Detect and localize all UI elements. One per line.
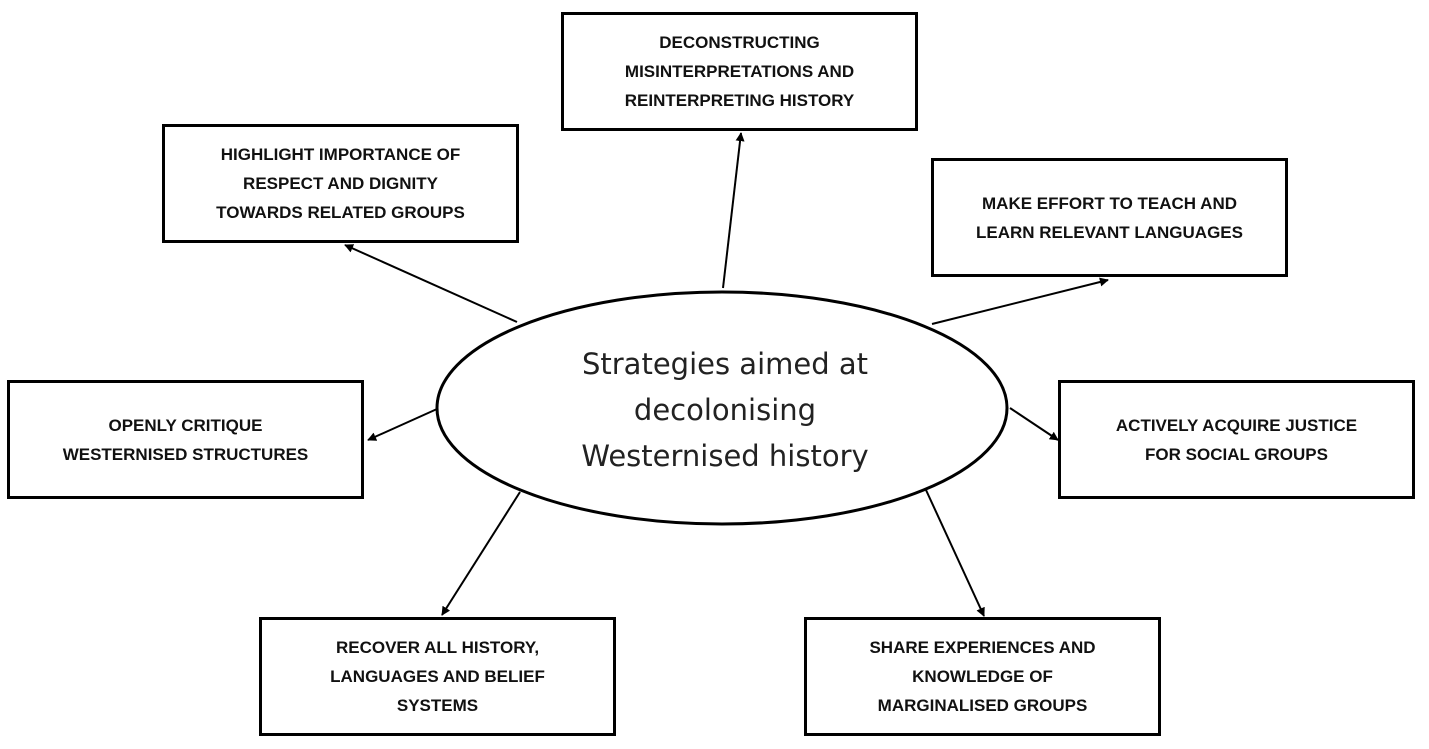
- box-critique-line-2: WESTERNISED STRUCTURES: [62, 444, 309, 464]
- box-justice-line-1: ACTIVELY ACQUIRE JUSTICE: [1115, 415, 1358, 435]
- box-share-line-3: MARGINALISED GROUPS: [877, 696, 1088, 715]
- box-recover-history: RECOVER ALL HISTORY, LANGUAGES AND BELIE…: [259, 617, 616, 736]
- box-recover-line-3: SYSTEMS: [396, 696, 479, 715]
- box-highlight-line-1: HIGHLIGHT IMPORTANCE OF: [220, 145, 461, 164]
- box-languages-line-2: LEARN RELEVANT LANGUAGES: [976, 222, 1243, 242]
- box-critique-structures: OPENLY CRITIQUE WESTERNISED STRUCTURES: [7, 380, 364, 499]
- box-share-line-2: KNOWLEDGE OF: [912, 667, 1053, 686]
- box-justice-line-2: FOR SOCIAL GROUPS: [1145, 444, 1328, 464]
- box-highlight-line-3: TOWARDS RELATED GROUPS: [216, 203, 465, 222]
- central-topic-line-3: Westernised history: [581, 439, 869, 473]
- box-deconstructing-line-1: DECONSTRUCTING: [659, 33, 820, 52]
- arrow-to-justice: [1009, 407, 1059, 441]
- arrow-to-deconstructing: [722, 132, 745, 289]
- box-acquire-justice: ACTIVELY ACQUIRE JUSTICE FOR SOCIAL GROU…: [1058, 380, 1415, 499]
- box-critique-line-1: OPENLY CRITIQUE: [108, 415, 263, 435]
- arrow-to-recover: [441, 491, 521, 616]
- box-recover-line-2: LANGUAGES AND BELIEF: [330, 667, 545, 686]
- arrow-to-share: [925, 489, 985, 617]
- box-highlight-respect: HIGHLIGHT IMPORTANCE OF RESPECT AND DIGN…: [162, 124, 519, 243]
- box-share-experiences: SHARE EXPERIENCES AND KNOWLEDGE OF MARGI…: [804, 617, 1161, 736]
- arrow-to-languages: [931, 277, 1109, 325]
- box-recover-line-1: RECOVER ALL HISTORY,: [335, 638, 540, 657]
- box-teach-languages: MAKE EFFORT TO TEACH AND LEARN RELEVANT …: [931, 158, 1288, 277]
- box-share-line-1: SHARE EXPERIENCES AND: [869, 638, 1096, 657]
- box-highlight-line-2: RESPECT AND DIGNITY: [243, 174, 438, 193]
- box-deconstructing-line-3: REINTERPRETING HISTORY: [624, 91, 855, 110]
- box-deconstructing-line-2: MISINTERPRETATIONS AND: [624, 62, 855, 81]
- box-languages-line-1: MAKE EFFORT TO TEACH AND: [982, 193, 1237, 213]
- central-topic-line-2: decolonising: [633, 393, 817, 427]
- central-ellipse: [435, 290, 1009, 526]
- arrow-to-critique: [367, 408, 438, 441]
- central-topic-line-1: Strategies aimed at: [581, 347, 868, 381]
- arrow-to-highlight: [344, 244, 518, 323]
- box-deconstructing-history: DECONSTRUCTING MISINTERPRETATIONS AND RE…: [561, 12, 918, 131]
- central-topic: Strategies aimed at decolonising Western…: [440, 330, 1010, 490]
